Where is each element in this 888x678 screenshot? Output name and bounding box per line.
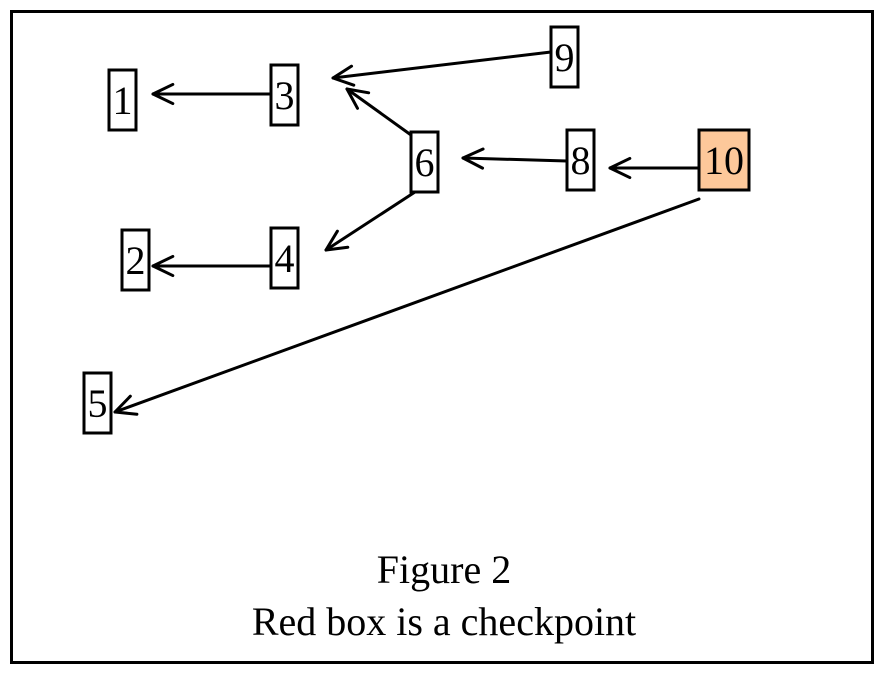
edge-line xyxy=(324,190,417,252)
arrowhead-icon xyxy=(151,254,175,278)
arrowhead-icon xyxy=(151,82,175,106)
node-8: 8 xyxy=(565,128,596,192)
arrowhead-icon xyxy=(461,147,485,170)
node-label: 2 xyxy=(126,238,146,283)
node-label: 10 xyxy=(704,138,744,183)
arrowhead-icon xyxy=(345,87,371,110)
arrowhead-icon xyxy=(331,64,356,87)
node-box xyxy=(107,68,138,132)
node-box xyxy=(269,63,300,127)
node-box xyxy=(269,226,300,290)
node-label: 6 xyxy=(415,140,435,185)
edge-line xyxy=(345,87,413,137)
edge-10-to-8 xyxy=(608,156,701,180)
edge-10-to-5 xyxy=(113,197,701,416)
node-3: 3 xyxy=(269,63,300,127)
edge-8-to-6 xyxy=(461,147,569,170)
edge-9-to-3 xyxy=(331,50,553,87)
edge-4-to-2 xyxy=(151,254,273,278)
arrowhead-icon xyxy=(608,156,632,180)
node-box xyxy=(120,228,151,292)
diagram-frame xyxy=(10,10,874,664)
edge-3-to-1 xyxy=(151,82,273,106)
node-label: 1 xyxy=(113,78,133,123)
arrowhead-icon xyxy=(324,229,350,252)
nodes-layer: 1 2 3 4 5 6 8 9 10 xyxy=(82,25,751,435)
node-label: 8 xyxy=(571,138,591,183)
node-5: 5 xyxy=(82,371,113,435)
node-label: 4 xyxy=(275,236,295,281)
checkpoint-box xyxy=(697,128,751,192)
figure-caption-title: Figure 2 xyxy=(376,547,512,592)
edge-6-to-4 xyxy=(324,190,417,252)
node-label: 5 xyxy=(88,381,108,426)
node-box xyxy=(549,25,580,89)
node-1: 1 xyxy=(107,68,138,132)
node-label: 3 xyxy=(275,73,295,118)
node-label: 9 xyxy=(555,35,575,80)
edge-line xyxy=(113,197,701,414)
node-2: 2 xyxy=(120,228,151,292)
node-10: 10 xyxy=(697,128,751,192)
edge-line xyxy=(461,156,569,163)
edge-6-to-3 xyxy=(345,87,413,137)
arrowhead-icon xyxy=(113,394,139,416)
node-9: 9 xyxy=(549,25,580,89)
node-4: 4 xyxy=(269,226,300,290)
node-box xyxy=(565,128,596,192)
node-box xyxy=(82,371,113,435)
node-box xyxy=(409,130,440,194)
figure-caption-subtitle: Red box is a checkpoint xyxy=(251,599,637,644)
node-6: 6 xyxy=(409,130,440,194)
edge-line xyxy=(331,50,553,80)
edges-layer xyxy=(113,50,701,416)
